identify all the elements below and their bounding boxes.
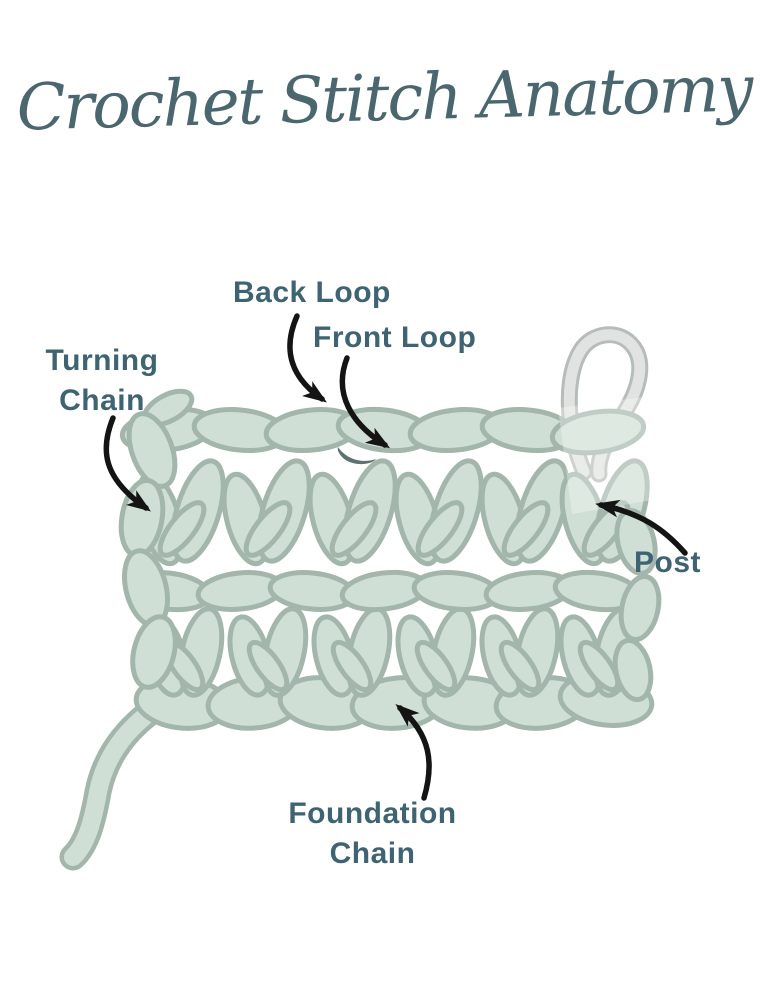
arrow-post [595,499,688,556]
turning-chain-yarn [118,388,195,690]
arrow-turning-chain [103,415,151,512]
label-turning-chain-line2: Chain [59,384,145,417]
label-turning-chain: Turning Chain [22,341,182,421]
highlight-wash [558,396,664,514]
arrow-foundation-chain [395,704,432,801]
label-turning-chain-line1: Turning [45,344,159,377]
label-front-loop: Front Loop [313,321,477,354]
middle-chain-row [124,568,641,614]
label-post: Post [634,546,702,579]
label-foundation-chain-line2: Chain [329,837,416,870]
label-foundation-chain-line1: Foundation [288,797,457,830]
front-loop-marker [337,447,376,465]
label-foundation-chain: Foundation Chain [275,794,470,874]
annotation-arrows [103,313,688,801]
label-back-loop: Back Loop [233,276,391,309]
arrow-front-loop [339,355,391,449]
arrow-back-loop [287,313,327,403]
